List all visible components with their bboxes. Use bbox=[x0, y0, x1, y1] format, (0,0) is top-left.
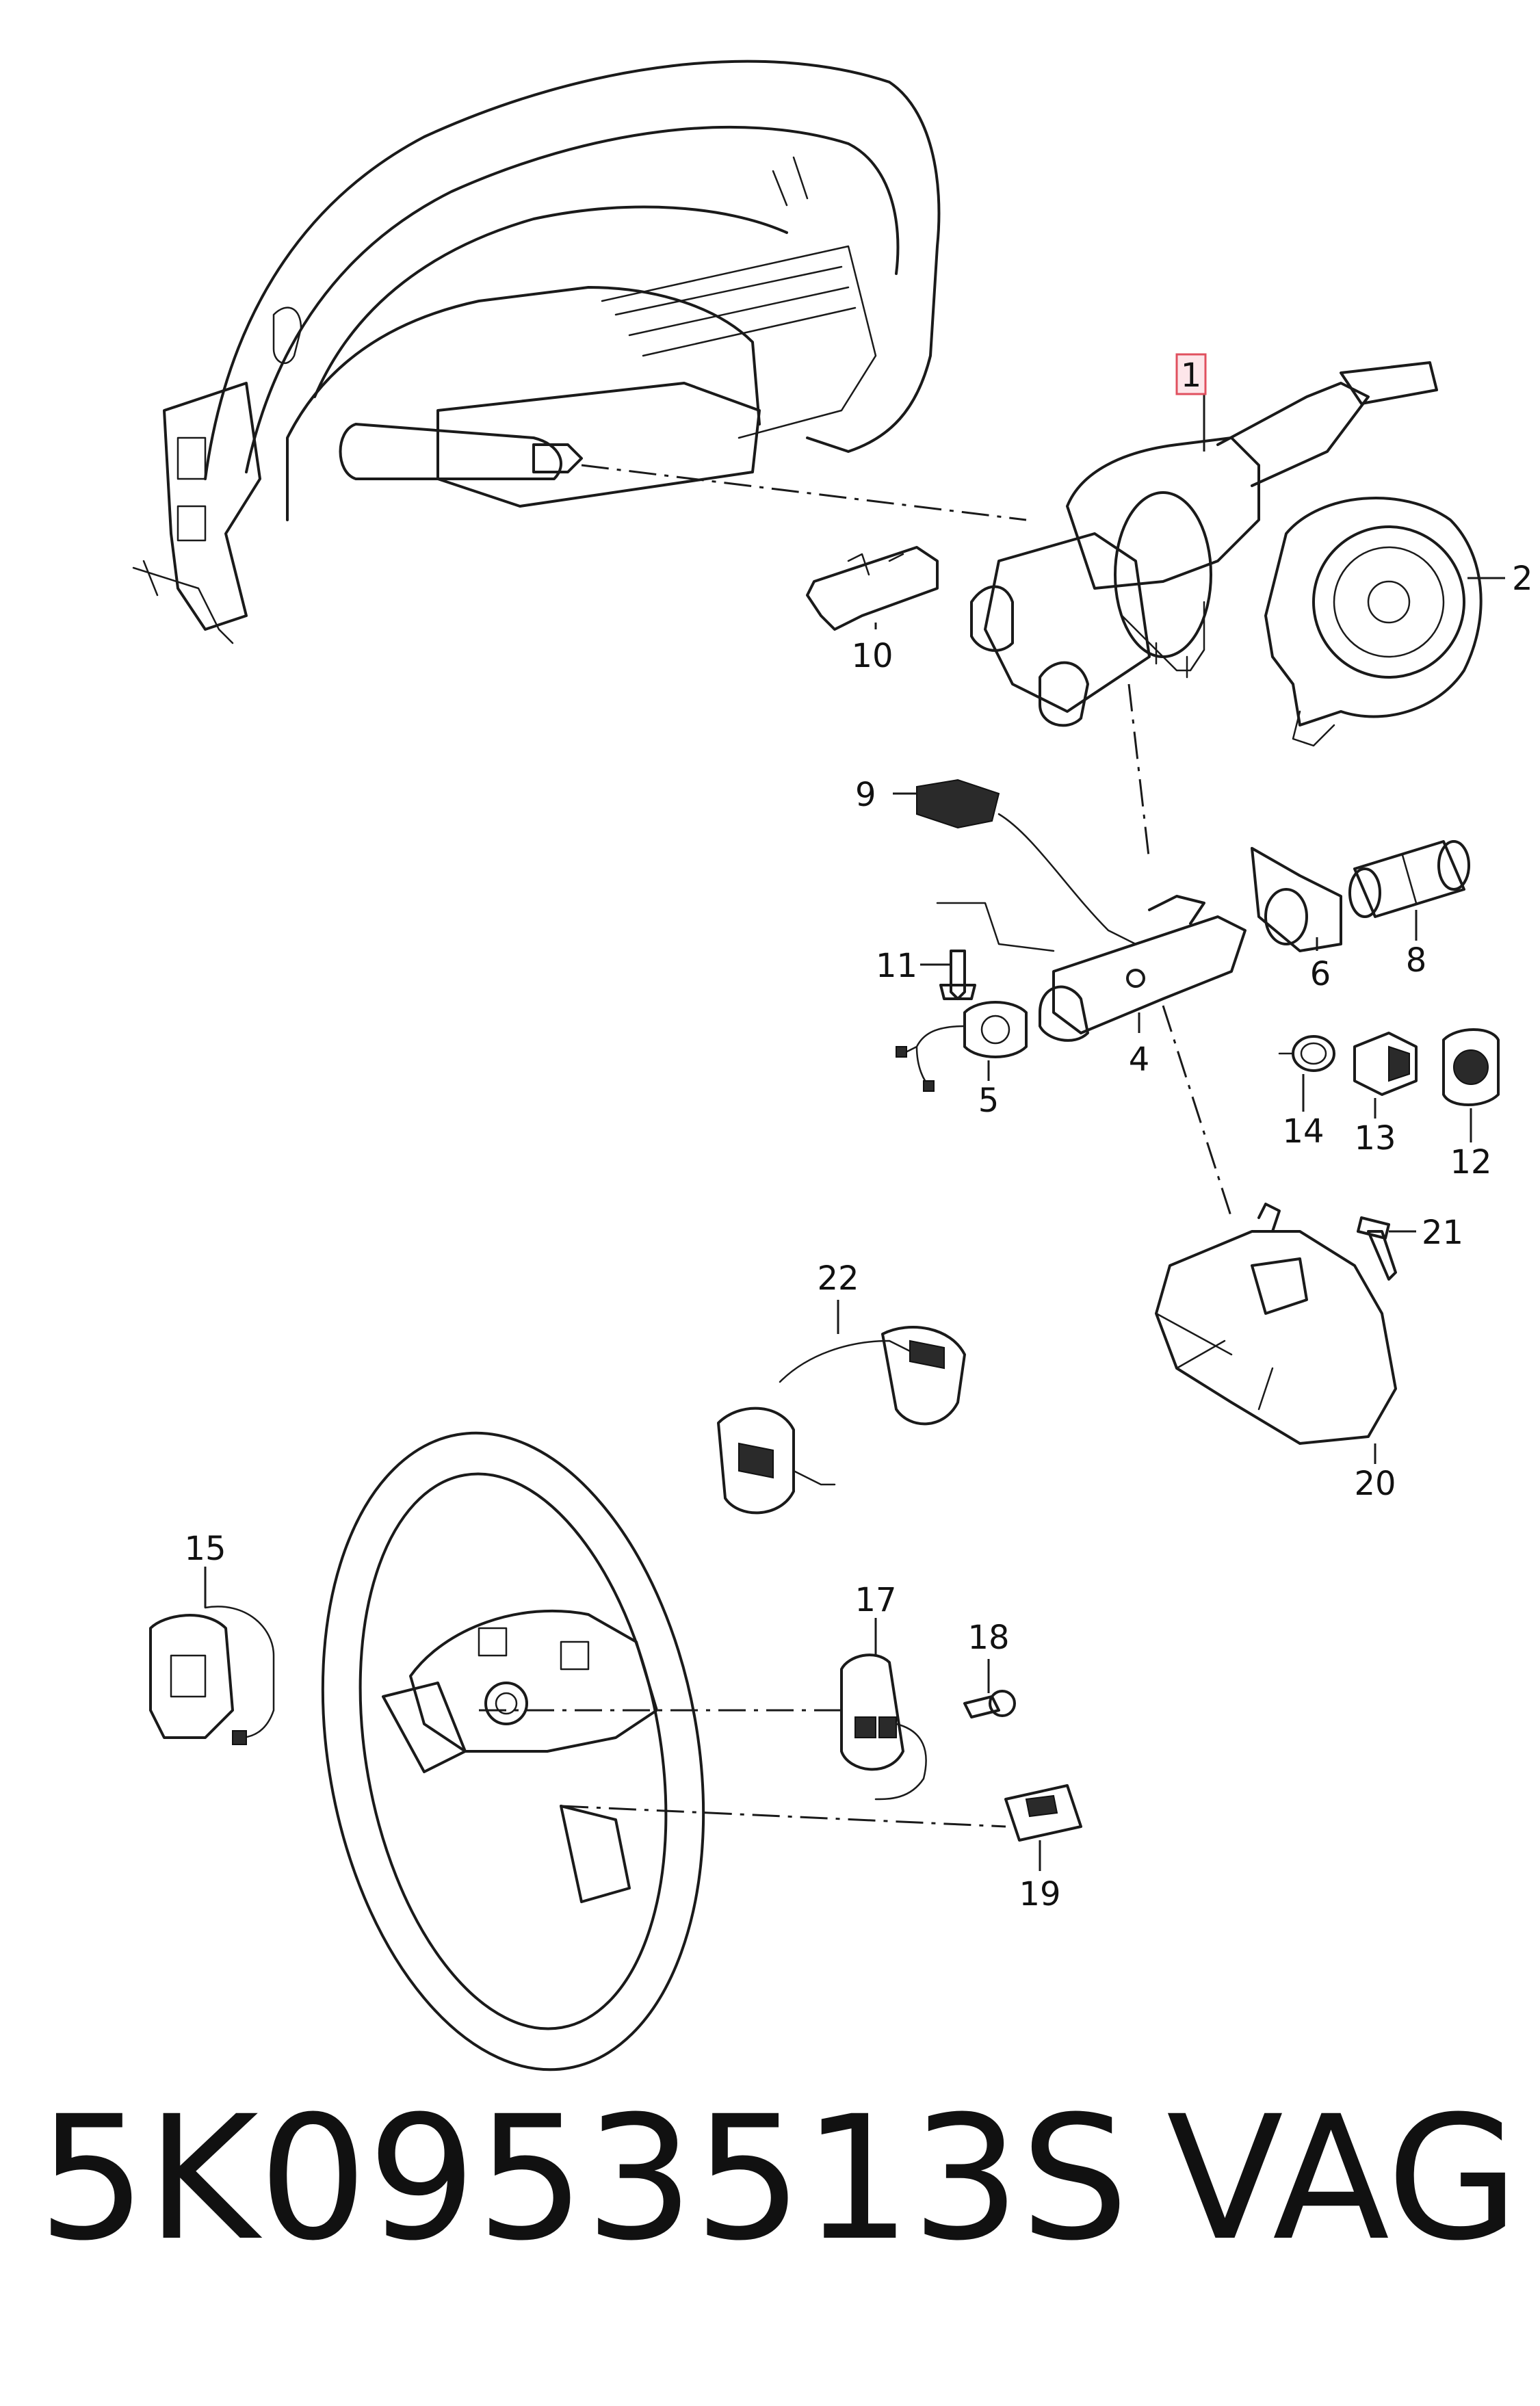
clock-spring-drawing bbox=[1264, 497, 1483, 747]
screw-18-drawing bbox=[963, 1690, 1016, 1718]
column-trim-drawing bbox=[1155, 1203, 1397, 1445]
steering-wheel-axis-line-2 bbox=[560, 1805, 1006, 1828]
callout-2[interactable]: 2 bbox=[1512, 560, 1533, 598]
cover-12-drawing bbox=[1442, 1028, 1500, 1106]
callout-4[interactable]: 4 bbox=[1129, 1041, 1150, 1079]
callout-1-highlight bbox=[1175, 353, 1207, 395]
switch-19-drawing bbox=[1004, 1784, 1082, 1842]
assembly-axis-line-2 bbox=[1127, 683, 1151, 863]
brand-label: VAG bbox=[1166, 2079, 1519, 2278]
steering-column-switch-drawing bbox=[970, 361, 1438, 727]
callout-21[interactable]: 21 bbox=[1422, 1214, 1463, 1252]
callout-19[interactable]: 19 bbox=[1019, 1875, 1060, 1913]
switch-module-9-drawing bbox=[916, 779, 1137, 945]
assembly-axis-line-1 bbox=[581, 464, 1027, 521]
callout-13[interactable]: 13 bbox=[1354, 1119, 1396, 1158]
shear-bolt-drawing bbox=[939, 950, 976, 1000]
ignition-switch-drawing bbox=[896, 1001, 1028, 1092]
ring-14-drawing bbox=[1278, 1035, 1335, 1072]
lock-cylinder-drawing bbox=[1348, 840, 1470, 918]
callout-17[interactable]: 17 bbox=[854, 1581, 896, 1619]
callout-10[interactable]: 10 bbox=[851, 637, 893, 675]
screw-21-drawing bbox=[1357, 1216, 1397, 1281]
callout-12[interactable]: 12 bbox=[1450, 1143, 1491, 1181]
callout-8[interactable]: 8 bbox=[1406, 941, 1427, 980]
steering-wheel-drawing bbox=[321, 1431, 705, 2071]
callout-18[interactable]: 18 bbox=[967, 1619, 1009, 1657]
steering-column-lock-drawing bbox=[936, 895, 1247, 1042]
callout-6[interactable]: 6 bbox=[1310, 955, 1331, 993]
callout-5[interactable]: 5 bbox=[978, 1082, 1000, 1120]
callout-14[interactable]: 14 bbox=[1282, 1112, 1324, 1151]
callout-20[interactable]: 20 bbox=[1354, 1465, 1396, 1503]
part-number: 5K0953513S bbox=[38, 2079, 1130, 2278]
ring-bracket-drawing bbox=[1251, 847, 1342, 952]
callout-9[interactable]: 9 bbox=[855, 776, 876, 814]
button-13-drawing bbox=[1353, 1032, 1418, 1096]
callout-15[interactable]: 15 bbox=[184, 1530, 226, 1568]
dashboard-drawing bbox=[132, 60, 941, 644]
multifunction-switch-22-drawing bbox=[717, 1326, 966, 1515]
leader-lines bbox=[204, 393, 1505, 1871]
callout-1[interactable]: 1 bbox=[1181, 356, 1202, 395]
switch-17-drawing bbox=[840, 1653, 927, 1801]
connector-10-drawing bbox=[806, 546, 939, 631]
callout-11[interactable]: 11 bbox=[876, 947, 917, 985]
callout-22[interactable]: 22 bbox=[817, 1259, 859, 1298]
assembly-axis-line-3 bbox=[1162, 1005, 1233, 1218]
cover-15-drawing bbox=[149, 1606, 275, 1745]
